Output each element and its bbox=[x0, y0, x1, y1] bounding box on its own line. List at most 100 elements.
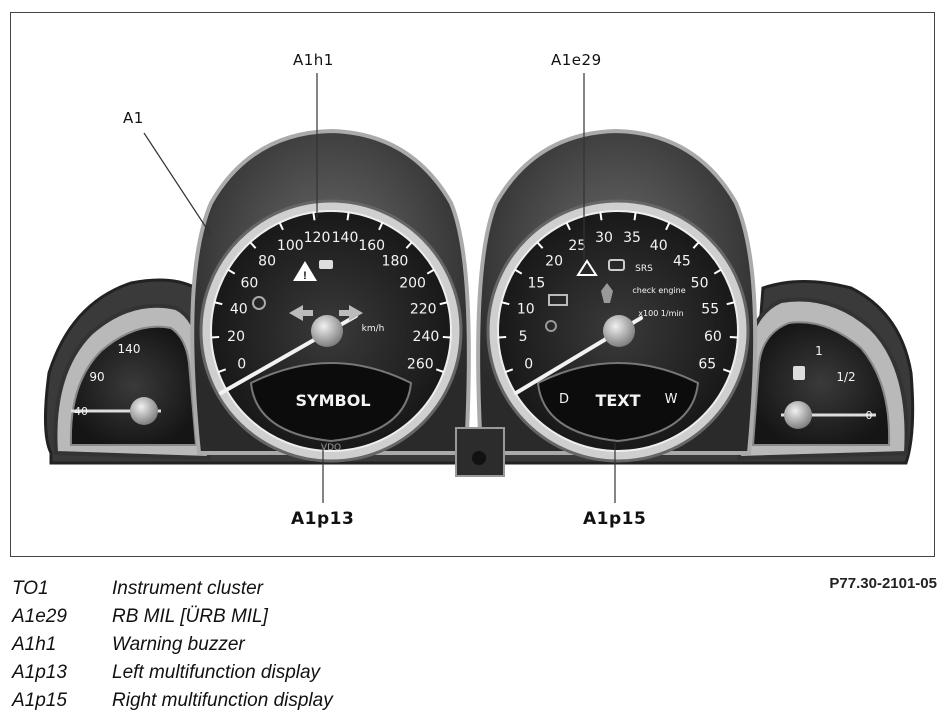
dial-tick-mark bbox=[726, 301, 735, 306]
dial-tick-mark bbox=[722, 368, 732, 373]
dial-tick-mark bbox=[665, 222, 671, 231]
temp-tick-label: 40 bbox=[74, 405, 88, 418]
warning-lamp-icon bbox=[576, 259, 598, 276]
dial-tick-label: 45 bbox=[673, 254, 691, 270]
callout-lines bbox=[143, 73, 616, 503]
dial-tick-label: 35 bbox=[623, 230, 641, 246]
speedometer-multifunction-display bbox=[249, 362, 413, 443]
callout-a1p15: A1p15 bbox=[583, 509, 647, 529]
rpm-unit-label: x100 1/min bbox=[638, 309, 683, 318]
callout-a1: A1 bbox=[123, 109, 144, 127]
legend-description: Left multifunction display bbox=[112, 662, 321, 683]
dial-tick-label: 30 bbox=[595, 230, 613, 246]
dial-tick-mark bbox=[692, 241, 700, 249]
dial-tick-label: 100 bbox=[277, 238, 304, 254]
dial-tick-label: 180 bbox=[382, 254, 409, 270]
brake-warning-icon bbox=[252, 296, 266, 310]
dial-tick-label: 160 bbox=[358, 238, 385, 254]
dial-tick-label: 200 bbox=[399, 275, 426, 291]
temp-tick-label: 140 bbox=[118, 342, 141, 356]
dial-tick-mark bbox=[312, 212, 316, 221]
dial-tick-mark bbox=[599, 212, 603, 221]
legend-code: TO1 bbox=[12, 578, 49, 599]
dial-tick-mark bbox=[514, 268, 523, 275]
warning-triangle-icon bbox=[293, 261, 317, 281]
callout-a1h1: A1h1 bbox=[293, 51, 334, 69]
left-turn-arrow-icon bbox=[289, 305, 313, 321]
dial-tick-label: 65 bbox=[698, 357, 716, 373]
dial-tick-label: 15 bbox=[527, 275, 545, 291]
dial-tick-mark bbox=[278, 222, 284, 231]
dial-tick-label: 20 bbox=[227, 329, 245, 345]
dial-tick-label: 0 bbox=[237, 357, 246, 373]
seatbelt-icon bbox=[601, 283, 613, 303]
dial-tick-mark bbox=[426, 268, 435, 275]
dial-tick-mark bbox=[536, 241, 544, 249]
callout-a1p13: A1p13 bbox=[291, 509, 355, 529]
legend-code: A1h1 bbox=[12, 634, 57, 655]
legend-description: Right multifunction display bbox=[112, 690, 333, 711]
dial-tick-label: 20 bbox=[545, 254, 563, 270]
dial-tick-label: 220 bbox=[410, 301, 437, 317]
dial-tick-mark bbox=[214, 301, 223, 306]
fuel-tick-label: 1/2 bbox=[836, 370, 855, 384]
dial-tick-label: 50 bbox=[691, 275, 709, 291]
display-right-letter: W bbox=[665, 392, 678, 407]
dial-tick-label: 140 bbox=[332, 230, 359, 246]
dial-tick-mark bbox=[713, 268, 722, 275]
fuel-gauge bbox=[736, 297, 909, 461]
dial-tick-mark bbox=[504, 368, 514, 373]
dial-tick-mark bbox=[565, 222, 571, 231]
dial-tick-label: 0 bbox=[524, 357, 533, 373]
fuel-tick-label: 0 bbox=[866, 409, 873, 422]
legend-code: A1e29 bbox=[12, 606, 67, 627]
tachometer-display-text: TEXT bbox=[595, 391, 640, 410]
svg-text:!: ! bbox=[303, 270, 307, 282]
dial-tick-label: 60 bbox=[240, 275, 258, 291]
dial-tick-label: 55 bbox=[701, 301, 719, 317]
dial-tick-label: 260 bbox=[407, 357, 434, 373]
dial-tick-mark bbox=[633, 212, 637, 221]
display-left-letter: D bbox=[559, 392, 569, 407]
legend-description: Instrument cluster bbox=[112, 578, 263, 599]
speedometer-display-text: SYMBOL bbox=[295, 391, 370, 410]
legend-description: Warning buzzer bbox=[112, 634, 245, 655]
tachometer-multifunction-display bbox=[536, 362, 700, 443]
legend-code: A1p13 bbox=[12, 662, 67, 683]
dial-tick-label: 40 bbox=[230, 301, 248, 317]
srs-label: SRS bbox=[635, 264, 653, 274]
fuel-tick-label: 1 bbox=[815, 344, 823, 358]
dial-tick-mark bbox=[217, 368, 227, 373]
dial-tick-mark bbox=[378, 222, 384, 231]
callout-a1e29: A1e29 bbox=[551, 51, 602, 69]
dial-tick-label: 120 bbox=[304, 230, 331, 246]
dial-tick-mark bbox=[405, 241, 413, 249]
airbag-icon bbox=[608, 259, 625, 271]
dial-tick-label: 80 bbox=[258, 254, 276, 270]
check-engine-label: check engine bbox=[632, 286, 685, 295]
brand-label: VDO bbox=[321, 443, 341, 453]
dial-tick-mark bbox=[227, 268, 236, 275]
legend-code: A1p15 bbox=[12, 690, 67, 711]
dial-tick-mark bbox=[249, 241, 257, 249]
temperature-gauge bbox=[53, 303, 212, 461]
vehicle-icon bbox=[319, 260, 333, 269]
dial-tick-mark bbox=[439, 301, 448, 306]
right-turn-arrow-icon bbox=[339, 305, 363, 321]
dial-tick-mark bbox=[435, 368, 445, 373]
dial-tick-label: 40 bbox=[650, 238, 668, 254]
engine-icon bbox=[548, 294, 568, 306]
dial-tick-label: 5 bbox=[519, 329, 528, 345]
lights-icon bbox=[545, 320, 557, 332]
dial-tick-mark bbox=[346, 212, 350, 221]
temp-tick-label: 90 bbox=[89, 370, 104, 384]
dial-tick-label: 25 bbox=[568, 238, 586, 254]
dial-tick-mark bbox=[501, 301, 510, 306]
legend-description: RB MIL [ÜRB MIL] bbox=[112, 606, 268, 627]
speed-unit-label: km/h bbox=[362, 324, 385, 334]
dial-tick-label: 10 bbox=[517, 301, 535, 317]
